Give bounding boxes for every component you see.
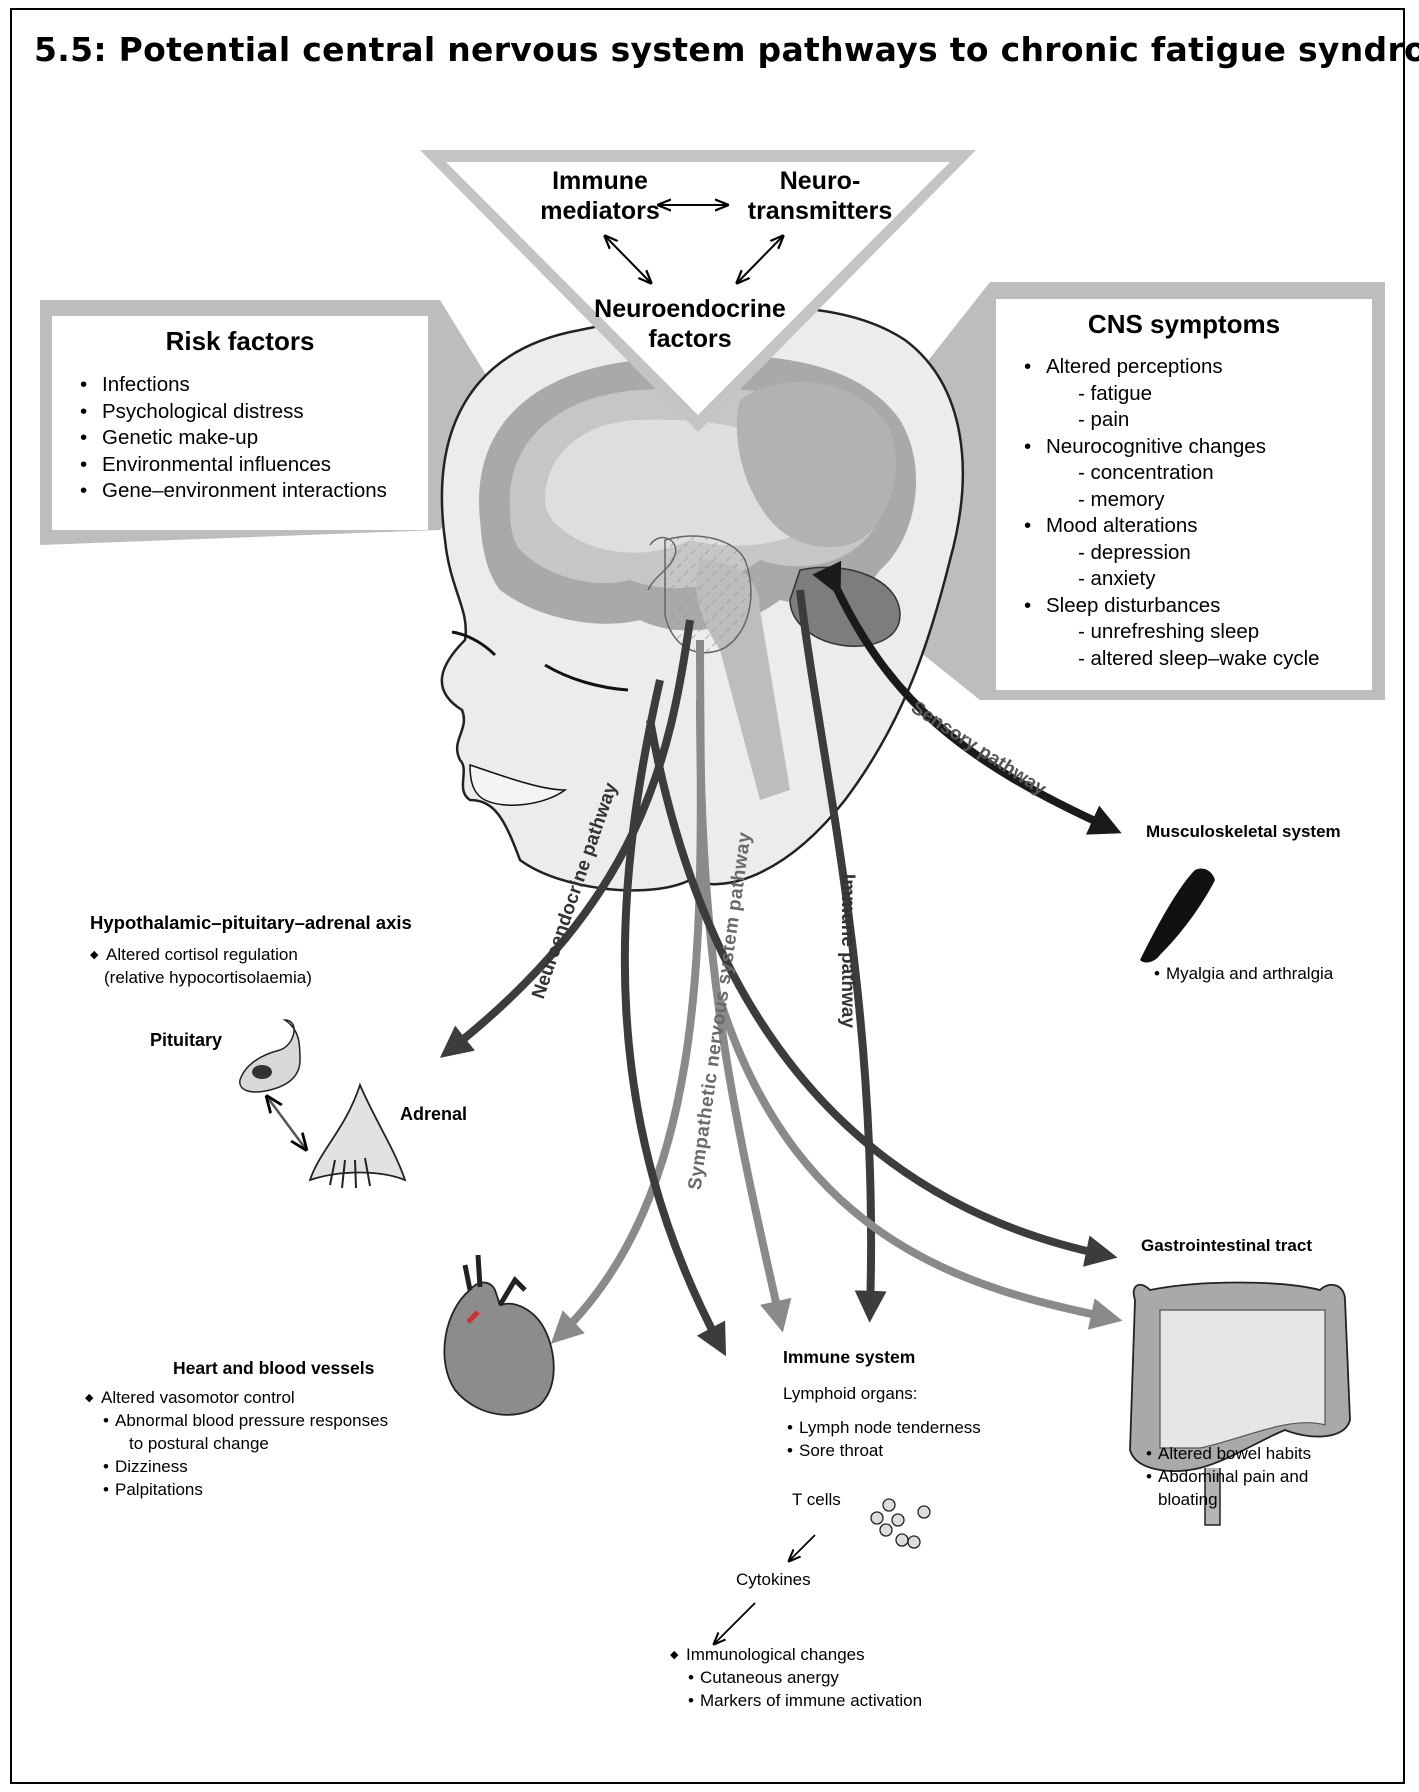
- risk-factors-panel: Risk factors InfectionsPsychological dis…: [52, 316, 428, 530]
- t-cells-label: T cells: [792, 1490, 841, 1510]
- cytokines-label: Cytokines: [736, 1570, 811, 1590]
- cns-symptom-subitem: - unrefreshing sleep: [1022, 619, 1372, 646]
- tcell-to-cytokines-arrow: [790, 1535, 815, 1560]
- immunological-subitem: Markers of immune activation: [670, 1689, 922, 1712]
- hpa-item: Altered cortisol regulation: [90, 943, 312, 966]
- immunological-subitem: Cutaneous anergy: [670, 1666, 922, 1689]
- muscle-drawing: [1140, 868, 1215, 962]
- heart-item: Palpitations: [85, 1478, 388, 1501]
- pituitary-drawing: [240, 1020, 300, 1092]
- hypothalamus-region: [665, 536, 751, 653]
- cns-symptom-subitem: - anxiety: [1022, 566, 1372, 593]
- immune-system-heading: Immune system: [783, 1347, 915, 1368]
- adrenal-drawing: [310, 1085, 405, 1180]
- immune-pathway-label: Immune pathway: [836, 874, 858, 1028]
- cns-symptom-subitem: - memory: [1022, 487, 1372, 514]
- cns-symptoms-heading: CNS symptoms: [996, 309, 1372, 340]
- musculoskeletal-item: Myalgia and arthralgia: [1150, 962, 1333, 985]
- risk-factor-item: Genetic make-up: [78, 425, 428, 452]
- risk-factor-item: Gene–environment interactions: [78, 478, 428, 505]
- gi-item: Altered bowel habits: [1142, 1442, 1311, 1465]
- heart-item: to postural change: [85, 1432, 388, 1455]
- cns-symptom-item: Altered perceptions: [1022, 354, 1372, 381]
- hpa-item-cont: (relative hypocortisolaemia): [90, 966, 312, 989]
- t-cell-cluster: [871, 1499, 930, 1548]
- risk-factor-item: Environmental influences: [78, 452, 428, 479]
- heart-item: Dizziness: [85, 1455, 388, 1478]
- cytokines-to-changes-arrow: [715, 1603, 755, 1643]
- immunological-changes-list: Immunological changesCutaneous anergyMar…: [670, 1643, 922, 1712]
- risk-factor-item: Psychological distress: [78, 399, 428, 426]
- lymphoid-item: Lymph node tenderness: [783, 1416, 981, 1439]
- musculoskeletal-heading: Musculoskeletal system: [1146, 822, 1341, 842]
- heart-item: Altered vasomotor control: [85, 1386, 388, 1409]
- cns-symptom-subitem: - fatigue: [1022, 381, 1372, 408]
- cns-symptom-item: Neurocognitive changes: [1022, 434, 1372, 461]
- cns-symptom-item: Mood alterations: [1022, 513, 1372, 540]
- adrenal-label: Adrenal: [400, 1104, 467, 1125]
- risk-factors-list: InfectionsPsychological distressGenetic …: [78, 372, 428, 505]
- neurotransmitters-label: Neuro-transmitters: [740, 166, 900, 226]
- hpa-list: Altered cortisol regulation (relative hy…: [90, 943, 312, 989]
- pituitary-adrenal-arrow: [268, 1098, 305, 1148]
- cns-symptom-subitem: - altered sleep–wake cycle: [1022, 646, 1372, 673]
- pituitary-core: [252, 1065, 272, 1079]
- gi-item: bloating: [1142, 1488, 1311, 1511]
- gi-heading: Gastrointestinal tract: [1141, 1236, 1312, 1256]
- musculoskeletal-list: Myalgia and arthralgia: [1150, 962, 1333, 985]
- heart-heading: Heart and blood vessels: [173, 1358, 374, 1379]
- immunological-changes-item: Immunological changes: [670, 1643, 922, 1666]
- gi-list: Altered bowel habitsAbdominal pain andbl…: [1142, 1442, 1311, 1511]
- immune-list: Lymph node tendernessSore throat: [783, 1416, 981, 1462]
- cns-symptoms-list: Altered perceptions- fatigue- painNeuroc…: [1022, 354, 1372, 672]
- lymphoid-label: Lymphoid organs:: [783, 1384, 918, 1404]
- risk-factor-item: Infections: [78, 372, 428, 399]
- cns-symptoms-panel: CNS symptoms Altered perceptions- fatigu…: [996, 299, 1372, 690]
- heart-list: Altered vasomotor controlAbnormal blood …: [85, 1386, 388, 1501]
- cns-symptom-subitem: - concentration: [1022, 460, 1372, 487]
- lymphoid-item: Sore throat: [783, 1439, 981, 1462]
- cns-symptom-item: Sleep disturbances: [1022, 593, 1372, 620]
- cns-symptom-subitem: - depression: [1022, 540, 1372, 567]
- risk-factors-heading: Risk factors: [52, 326, 428, 357]
- gi-item: Abdominal pain and: [1142, 1465, 1311, 1488]
- pituitary-label: Pituitary: [150, 1030, 222, 1051]
- cns-symptom-subitem: - pain: [1022, 407, 1372, 434]
- hpa-heading: Hypothalamic–pituitary–adrenal axis: [90, 912, 412, 934]
- heart-item: Abnormal blood pressure responses: [85, 1409, 388, 1432]
